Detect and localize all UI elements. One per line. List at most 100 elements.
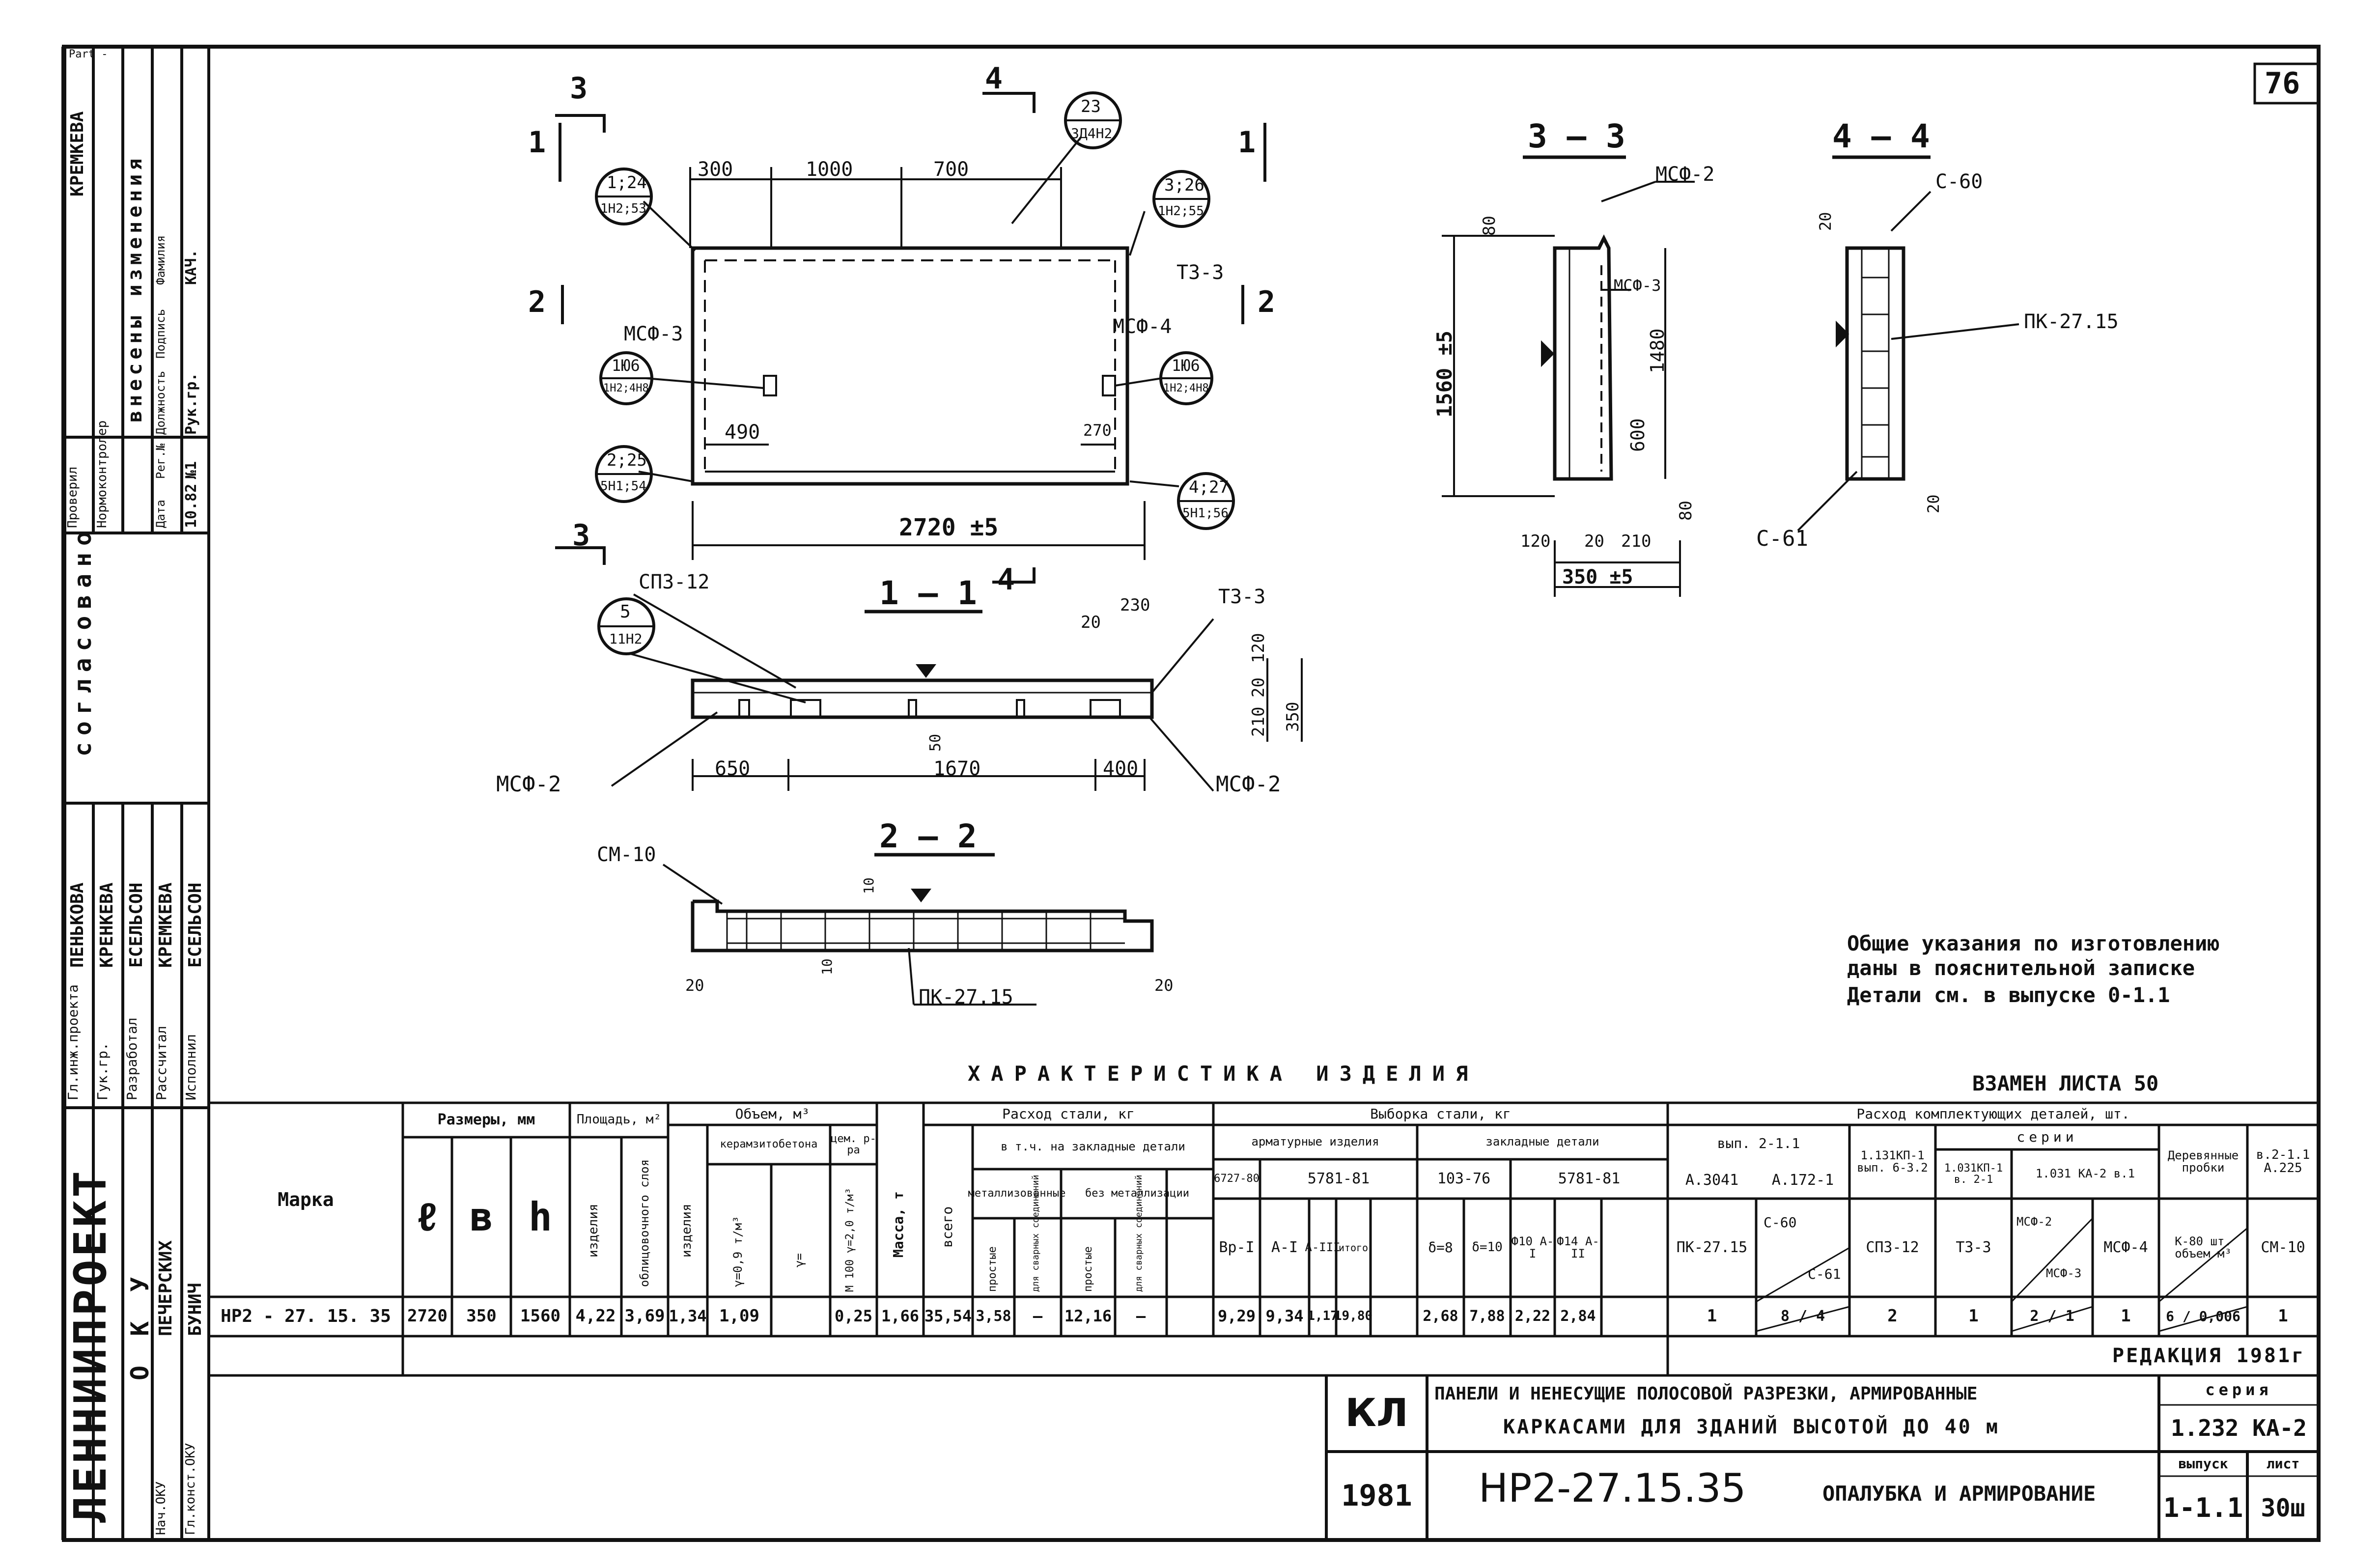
s33-dim-80b: 80 [1676,501,1696,521]
section-1-1-title: 1 — 1 [879,574,977,612]
role-1: Гл.инж.проекта [65,984,81,1100]
callout-7-top: 4;27 [1189,477,1229,497]
s11-dim-120: 120 [1249,633,1268,663]
callout-6-bottom: 5Н1;54 [600,479,646,494]
th-area: Площадь, м² [576,1112,662,1127]
cut-mark-4-bottom: 4 [997,562,1015,597]
td-d10: 7,88 [1469,1308,1505,1325]
td-pk: 1 [1707,1306,1717,1326]
s11-label-mcf2-left: МСФ-2 [496,772,561,797]
td-metal-svarn: — [1033,1307,1043,1326]
changes-val-name: КАЧ. [183,249,200,285]
td-nometal-svarn: — [1136,1307,1146,1326]
tb-issue-value: 1-1.1 [2163,1492,2243,1523]
th-prost-1: простые [986,1246,999,1292]
s11-dim-210: 210 [1249,706,1268,737]
s44-label-pk: ПК-27.15 [2024,310,2119,333]
callout-8-bottom: 11Н2 [609,631,643,647]
callout-6-top: 2;25 [607,450,647,470]
plan-dim-length: 2720 ±5 [899,514,999,541]
td-vol-item: 1,34 [669,1307,707,1326]
s33-dim-120: 120 [1520,532,1551,551]
role-2: Гук.гр. [94,1042,111,1100]
section-1-1 [611,593,1303,792]
th-area-face: облицовочного слоя [638,1159,651,1287]
th-f14: Ф14 А-II [1557,1234,1599,1260]
th-a172: А.172-1 [1771,1171,1834,1189]
cut-mark-2-right: 2 [1258,285,1276,319]
th-a3041: А.3041 [1685,1171,1739,1189]
section-4-4-title: 4 — 4 [1832,117,1930,155]
name-2: КРЕНКЕВА [97,882,117,968]
th-steel: Расход стали, кг [1002,1105,1135,1122]
changes-col-reg: Рег.№ [154,443,168,479]
agreed-label: согласовано [69,525,97,756]
th-itogo: итого [1338,1241,1369,1254]
th-mcf3: МСФ-3 [2046,1266,2082,1280]
th-svarn-2: для сварных соединений [1134,1175,1144,1292]
cut-mark-1-left: 1 [528,125,546,160]
td-mcf2-mcf3: 2 / 1 [2030,1308,2074,1325]
bottom-name-1: ПЕЧЕРСКИХ [156,1240,176,1336]
tb-kl: КЛ [1345,1391,1408,1435]
s33-dim-1480: 1480 [1647,328,1668,373]
sheet-corner-number: 76 [2265,66,2300,101]
bottom-role-2: Гл.конст.ОКУ [183,1443,198,1535]
plan-label-tz3: ТЗ-3 [1176,261,1224,284]
th-ceram: керамзитобетона [720,1138,818,1151]
td-l: 2720 [407,1306,448,1326]
callout-1-bottom: 1Н2;53 [600,201,646,216]
th-cem: цем. р-ра [831,1132,876,1156]
th-g: γ= [792,1253,806,1267]
section-2-2 [662,853,1154,1006]
th-series: серии [2016,1129,2078,1146]
characteristics-title: ХАРАКТЕРИСТИКА ИЗДЕЛИЯ [968,1062,1479,1086]
changes-val-post: Рук.гр. [183,372,200,435]
s22-dim-20b: 20 [1154,976,1174,995]
th-c61: С-61 [1808,1266,1841,1282]
s11-label-sp3: СПЗ-12 [639,571,710,593]
tb-name-line2: КАРКАСАМИ ДЛЯ ЗДАНИЙ ВЫСОТОЙ ДО 40 м [1503,1416,2000,1438]
note-line-3: Детали см. в выпуске 0-1.1 [1847,983,2170,1007]
td-d8: 2,68 [1423,1308,1458,1325]
s33-dim-600: 600 [1627,418,1649,452]
section-2-2-title: 2 — 2 [879,817,977,855]
th-prost-2: простые [1082,1246,1094,1292]
name-3: ЕСЕЛЬСОН [126,882,146,968]
tb-series-header: серия [2205,1380,2272,1400]
changes-col-sign: Подпись [154,308,168,359]
review-role-2: Нормоконтролер [95,420,110,528]
th-gost3: 103-76 [1437,1170,1491,1188]
s11-dim-400: 400 [1103,757,1139,780]
th-zd: закладные детали [1485,1135,1599,1149]
name-1: ПЕНЬКОВА [67,882,87,968]
td-area-face: 3,69 [624,1306,665,1326]
td-sp3: 2 [1887,1306,1898,1326]
th-mcf2: МСФ-2 [2016,1215,2052,1229]
th-g09: γ=0,9 т/м³ [731,1216,745,1288]
callout-3-bottom: 1Н2;55 [1158,204,1204,219]
section-3-3-title: 3 — 3 [1528,117,1625,155]
th-area-item: изделия [586,1204,601,1258]
th-vol-item: изделия [679,1204,694,1258]
s22-label-pk: ПК-27.15 [919,986,1013,1008]
plan-dim-490: 490 [725,421,760,444]
th-arm: арматурные изделия [1251,1135,1379,1149]
name-5: ЕСЕЛЬСОН [185,882,205,968]
callout-5-top: 1Ю6 [1172,356,1200,375]
s11-dim-650: 650 [715,757,751,780]
th-wood: Деревянные пробки [2167,1148,2239,1175]
s22-dim-10a: 10 [861,877,877,894]
td-metal-prost: 3,58 [976,1308,1011,1325]
th-nometal: без металлизации [1085,1187,1189,1200]
td-itogo: 19,80 [1334,1309,1373,1324]
th-s1: 1.131КП-1 вып. 6-3.2 [1857,1148,1928,1175]
td-steel-total: 35,54 [924,1307,972,1326]
td-b: 350 [466,1306,497,1326]
edition-label: РЕДАКЦИЯ 1981г [2112,1344,2306,1367]
okv-label: ОКУ [126,1247,154,1380]
td-vol-ceram: 1,09 [719,1306,759,1326]
td-area-item: 4,22 [575,1306,616,1326]
cut-mark-3-bottom: 3 [572,518,590,553]
th-tz3: ТЗ-3 [1956,1239,1991,1257]
